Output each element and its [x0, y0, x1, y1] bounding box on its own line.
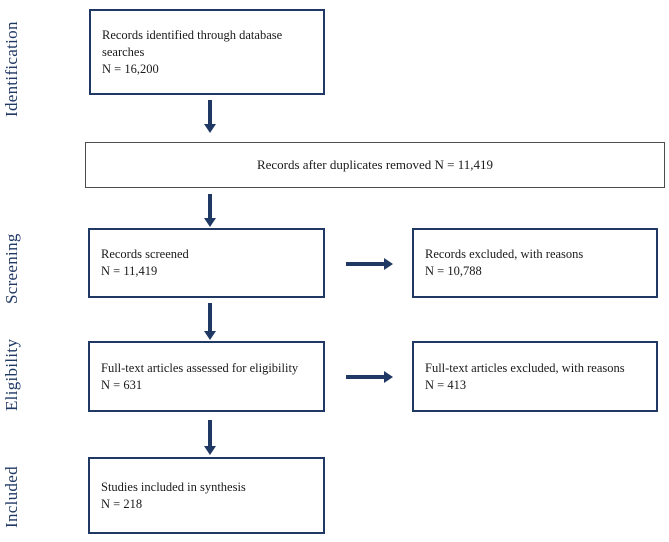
box-count: N = 11,419	[101, 264, 158, 278]
arrow-down-icon	[208, 194, 212, 218]
box-label: Studies included in synthesis	[101, 479, 246, 494]
arrow-down-icon	[208, 100, 212, 124]
arrow-down-icon	[208, 420, 212, 446]
arrow-right-icon	[346, 375, 384, 379]
box-count: N = 631	[101, 377, 143, 392]
stage-label-screening: Screening	[2, 233, 21, 305]
box-count: N = 16,200	[102, 61, 159, 76]
box-label: Full-text articles excluded, with reason…	[425, 360, 625, 375]
box-records-excluded: Records excluded, with reasons N = 10,78…	[412, 228, 658, 298]
stage-label-included: Included	[2, 466, 21, 528]
stage-label-eligibility: Eligibility	[2, 338, 21, 412]
arrow-right-icon	[346, 262, 384, 266]
box-count: N = 10,788	[425, 264, 482, 278]
box-duplicates-removed: Records after duplicates removed N = 11,…	[85, 142, 665, 188]
box-count: N = 413	[425, 377, 467, 392]
box-label: Records after duplicates removed N = 11,…	[256, 157, 494, 172]
stage-label-identification: Identification	[2, 21, 21, 117]
box-label: Records identified through database sear…	[102, 27, 283, 59]
box-included-synthesis: Studies included in synthesis N = 218	[88, 457, 325, 534]
box-label: Records excluded, with reasons	[425, 247, 584, 261]
box-label: Full-text articles assessed for eligibil…	[101, 360, 299, 375]
box-records-screened: Records screened N = 11,419	[88, 228, 325, 298]
arrow-down-icon	[208, 303, 212, 331]
box-fulltext-assessed: Full-text articles assessed for eligibil…	[88, 341, 325, 412]
box-records-identified: Records identified through database sear…	[89, 9, 325, 95]
box-fulltext-excluded: Full-text articles excluded, with reason…	[412, 341, 658, 412]
box-label: Records screened	[101, 247, 189, 261]
box-count: N = 218	[101, 496, 143, 511]
